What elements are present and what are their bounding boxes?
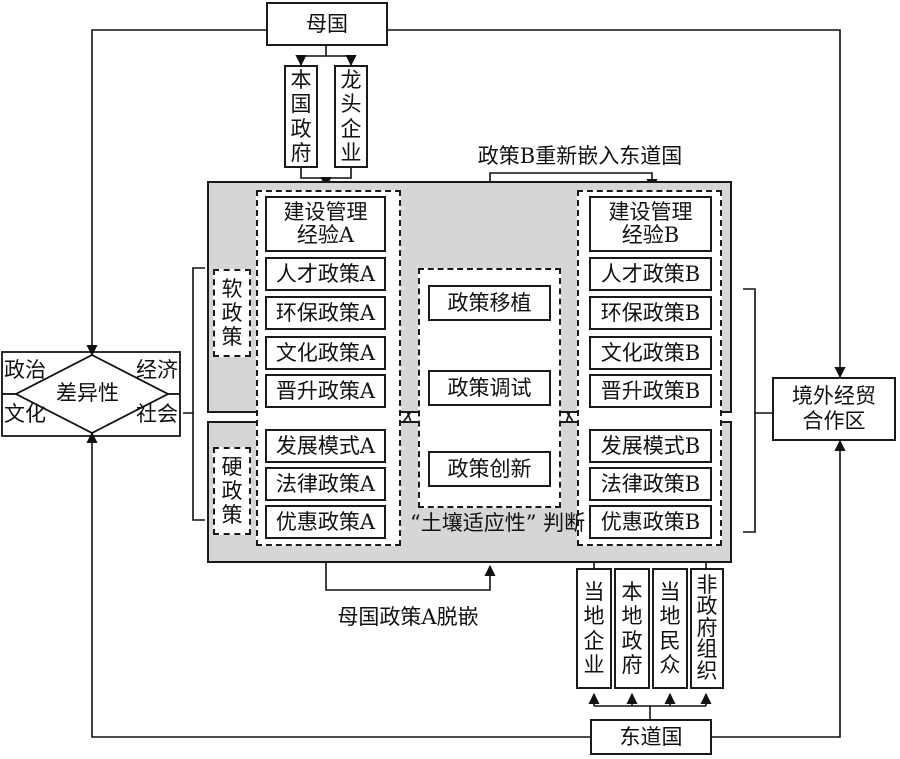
host-country-label: 东道国 (619, 724, 683, 749)
process-adjust: 政策调试 (428, 370, 551, 406)
difference-politics: 政治 (4, 358, 46, 382)
construction-experience-a: 建设管理 经验A (265, 196, 386, 252)
policy-b-promotion-label: 晋升政策B (600, 378, 701, 403)
policy-a-development: 发展模式A (265, 429, 386, 463)
home-actors-merge-line (300, 168, 352, 179)
home-country-label: 母国 (306, 11, 348, 36)
process-innovate-label: 政策创新 (447, 456, 532, 481)
difference-culture: 文化 (4, 402, 46, 426)
process-innovate: 政策创新 (428, 451, 551, 487)
policy-a-culture-label: 文化政策A (275, 340, 376, 365)
policy-b-environment: 环保政策B (589, 296, 712, 330)
soft-brace (183, 267, 205, 414)
policy-a-promotion-label: 晋升政策A (275, 378, 376, 403)
policy-b-culture-label: 文化政策B (600, 340, 701, 365)
policy-b-talent: 人才政策B (589, 257, 712, 291)
hard-policy-box: 硬 政 策 (213, 447, 251, 535)
hard-brace (192, 413, 205, 521)
policy-b-talent-label: 人才政策B (600, 261, 701, 286)
host-country-box: 东道国 (590, 719, 712, 755)
construction-experience-b-label: 建设管理 经验B (608, 199, 693, 247)
disembed-arrow (325, 546, 496, 591)
policy-a-culture: 文化政策A (265, 336, 386, 370)
b-brace-top (743, 288, 772, 414)
policy-b-development-label: 发展模式B (600, 433, 701, 458)
process-transplant: 政策移植 (428, 285, 551, 321)
policy-b-development: 发展模式B (589, 429, 712, 463)
host-actor-government-label: 本 地 政 府 (621, 580, 643, 677)
soil-judgement-label: “土壤适应性” 判断 (410, 511, 586, 535)
home-actor-government: 本 国 政 府 (284, 65, 318, 168)
host-actor-ngo: 非 政 府 组 织 (690, 568, 724, 689)
home-actor-government-label: 本 国 政 府 (290, 68, 312, 165)
policy-b-culture: 文化政策B (589, 336, 712, 370)
policy-a-law: 法律政策A (265, 467, 386, 501)
difference-economy: 经济 (136, 358, 178, 382)
policy-a-talent: 人才政策A (265, 257, 386, 291)
home-to-zone-line (388, 29, 846, 379)
host-to-zone-line (712, 439, 846, 738)
policy-a-environment: 环保政策A (265, 296, 386, 330)
host-actor-government: 本 地 政 府 (614, 568, 650, 689)
process-adjust-label: 政策调试 (447, 375, 532, 400)
difference-diamond (14, 353, 170, 435)
home-down-line-2 (326, 54, 357, 67)
home-actor-enterprise: 龙 头 企 业 (334, 65, 368, 168)
policy-a-law-label: 法律政策A (275, 471, 376, 496)
policy-b-promotion: 晋升政策B (589, 374, 712, 408)
zone-label: 境外经贸 合作区 (792, 383, 876, 433)
policy-a-promotion: 晋升政策A (265, 374, 386, 408)
policy-b-incentive-label: 优惠政策B (600, 509, 701, 534)
b-brace-bottom (743, 413, 756, 533)
home-country-box: 母国 (266, 2, 388, 46)
home-down-line (295, 46, 327, 67)
host-actor-public-label: 当 地 民 众 (659, 580, 681, 677)
host-actor-enterprise-label: 当 地 企 业 (583, 580, 605, 677)
zone-box: 境外经贸 合作区 (772, 377, 896, 441)
policy-a-environment-label: 环保政策A (275, 300, 376, 325)
difference-frame (1, 351, 181, 437)
soft-policy-label: 软 政 策 (221, 276, 243, 350)
disembed-label: 母国政策A脱嵌 (337, 605, 479, 629)
process-transplant-label: 政策移植 (447, 290, 532, 315)
reembed-label: 政策B重新嵌入东道国 (477, 144, 683, 168)
construction-experience-b: 建设管理 经验B (589, 196, 712, 252)
difference-society: 社会 (136, 402, 178, 426)
home-actor-enterprise-label: 龙 头 企 业 (340, 68, 362, 165)
policy-b-environment-label: 环保政策B (600, 300, 701, 325)
construction-experience-a-label: 建设管理 经验A (283, 199, 368, 247)
difference-center: 差异性 (56, 381, 119, 405)
policy-a-incentive: 优惠政策A (265, 505, 386, 539)
policy-b-law: 法律政策B (589, 467, 712, 501)
host-actor-enterprise: 当 地 企 业 (576, 568, 612, 689)
policy-a-development-label: 发展模式A (275, 433, 376, 458)
policy-a-talent-label: 人才政策A (275, 261, 376, 286)
host-actor-ngo-label: 非 政 府 组 织 (696, 572, 718, 683)
hard-policy-label: 硬 政 策 (221, 454, 243, 528)
home-to-difference-line (86, 29, 266, 357)
host-to-difference-line (86, 431, 590, 738)
host-actor-public: 当 地 民 众 (652, 568, 688, 689)
soft-policy-box: 软 政 策 (213, 269, 251, 357)
policy-a-incentive-label: 优惠政策A (275, 509, 376, 534)
policy-b-incentive: 优惠政策B (589, 505, 712, 539)
policy-b-law-label: 法律政策B (600, 471, 701, 496)
